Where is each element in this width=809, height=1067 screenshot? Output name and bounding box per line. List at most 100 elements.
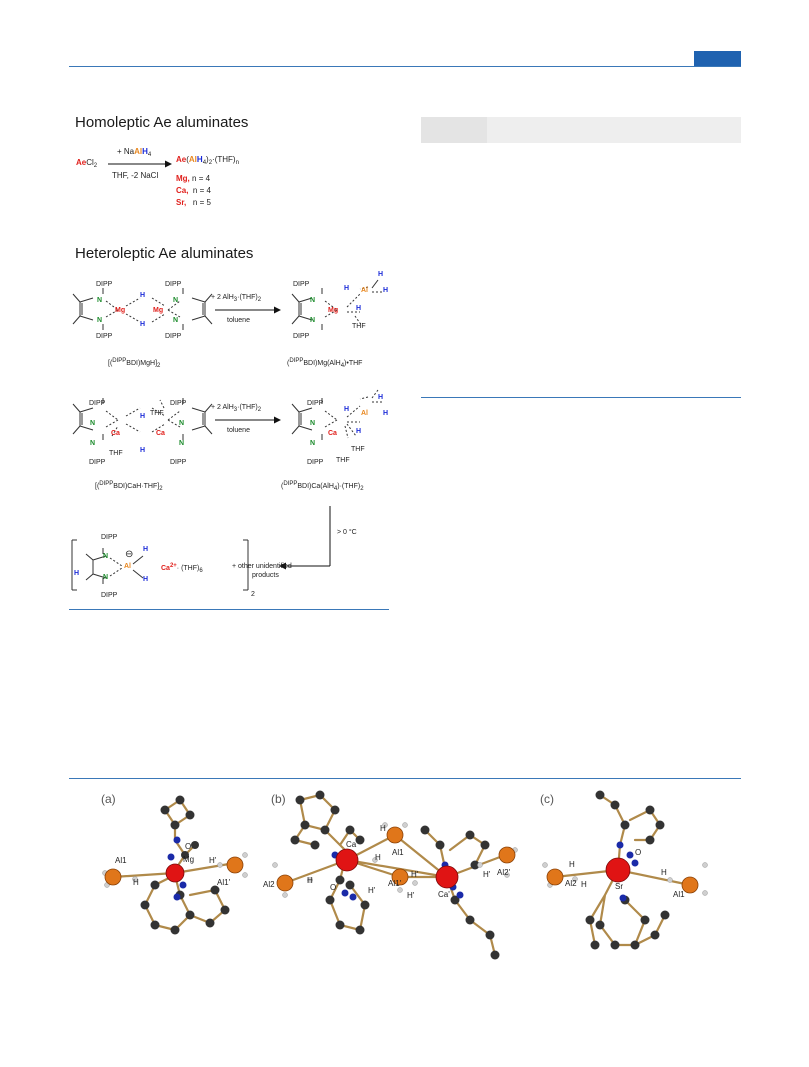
n-atom: N — [173, 297, 179, 304]
figure-top-rule — [69, 778, 741, 779]
label-al1-prime: Al1' — [388, 879, 402, 888]
dipp-label: DIPP — [293, 281, 310, 288]
temperature-label: > 0 °C — [337, 529, 357, 536]
h-atom: H — [140, 321, 146, 328]
label-h-prime: H' — [368, 886, 376, 895]
n-atom: N — [173, 317, 179, 324]
other-products-line1: + other unidentified — [232, 563, 292, 570]
table-header-cell — [421, 117, 487, 143]
h-atom: H — [344, 406, 350, 413]
h-atom: H — [356, 305, 362, 312]
label-o: O — [330, 883, 336, 892]
label-al2: Al2 — [263, 880, 275, 889]
label-h: H — [307, 876, 313, 885]
product-ae-alh4: Ae(AlH4)2·(THF)n — [176, 155, 239, 167]
homoleptic-title: Homoleptic Ae aluminates — [75, 114, 249, 131]
n-atom: N — [103, 553, 109, 560]
ca-thf-cation: Ca2+· (THF)6 — [161, 563, 203, 574]
h-atom: H — [378, 394, 384, 401]
label-al2: Al2 — [565, 879, 577, 888]
label-o: O — [635, 848, 641, 857]
table-bottom-rule — [421, 397, 741, 398]
mg-atom: Mg — [328, 307, 339, 314]
al-atom: Al — [361, 410, 368, 417]
conditions-thf: THF, -2 NaCl — [112, 171, 159, 180]
mg-atom: Mg — [115, 307, 126, 314]
header-accent-tab — [694, 51, 741, 66]
label-ca: Ca — [346, 840, 357, 849]
ca-atom: Ca — [156, 430, 165, 437]
label-ca-prime: Ca' — [438, 890, 450, 899]
label-sr: Sr — [615, 882, 623, 891]
label-h: H — [133, 878, 139, 887]
thf-label: THF — [336, 457, 350, 464]
reaction-arrow-1 — [108, 160, 172, 168]
label-al1: Al1 — [115, 856, 127, 865]
label-al2-prime: Al2' — [497, 868, 511, 877]
n-atom: N — [97, 317, 103, 324]
dipp-label: DIPP — [89, 400, 106, 407]
n-atom: N — [90, 440, 96, 447]
panel-a-label: (a) — [101, 792, 116, 806]
label-mg: Mg — [183, 855, 194, 864]
other-products-line2: products — [252, 572, 279, 579]
reagent-alh3: + 2 AlH3·(THF)2 — [211, 294, 262, 303]
dipp-label: DIPP — [293, 333, 310, 340]
header-rule — [69, 66, 741, 67]
bracket-subscript: 2 — [251, 591, 255, 598]
label-h: H — [581, 880, 587, 889]
dipp-label: DIPP — [96, 333, 113, 340]
dipp-label: DIPP — [101, 534, 118, 541]
label-h: H — [375, 853, 381, 862]
h-atom: H — [378, 271, 384, 278]
dipp-label: DIPP — [170, 459, 187, 466]
label-h-prime: H' — [407, 891, 415, 900]
reagent-alh3: + 2 AlH3·(THF)2 — [211, 404, 262, 413]
dipp-label: DIPP — [165, 281, 182, 288]
ca-atom: Ca — [111, 430, 120, 437]
thf-label: THF — [351, 446, 365, 453]
label-h: H — [661, 868, 667, 877]
ca-aluminate-name: (DIPPBDI)Ca(AlH4)·(THF)2 — [281, 481, 364, 492]
thf-label: THF — [109, 450, 123, 457]
heteroleptic-scheme-graphic — [71, 279, 382, 591]
h-atom: H — [140, 413, 146, 420]
dipp-label: DIPP — [307, 459, 324, 466]
heteroleptic-title: Heteroleptic Ae aluminates — [75, 245, 254, 262]
label-al1: Al1 — [673, 890, 685, 899]
solvent-toluene: toluene — [227, 427, 250, 434]
mg-line: Mg, n = 4 — [176, 174, 211, 183]
label-h: H — [569, 860, 575, 869]
h-atom: H — [383, 287, 389, 294]
mg-aluminate-name: (DIPPBDI)Mg(AlH4)•THF — [287, 358, 363, 369]
n-atom: N — [90, 420, 96, 427]
label-h-prime: H' — [411, 870, 419, 879]
label-o: O — [185, 842, 191, 851]
solvent-toluene: toluene — [227, 317, 250, 324]
dipp-label: DIPP — [101, 592, 118, 599]
dipp-label: DIPP — [170, 400, 187, 407]
h-atom: H — [356, 428, 362, 435]
ca-atom: Ca — [328, 430, 337, 437]
reagent-naalh4: + NaAlH4 — [117, 147, 152, 159]
label-h-prime: H' — [209, 856, 217, 865]
mg-atom: Mg — [153, 307, 164, 314]
n-atom: N — [310, 317, 316, 324]
scheme-bottom-rule — [69, 609, 389, 610]
ca-line: Ca, n = 4 — [176, 186, 211, 195]
label-h-prime: H' — [483, 870, 491, 879]
crystal-structures-figure: Al1 H Mg O H' Al1' Ca H H Al1 Al2 H O H'… — [102, 790, 708, 960]
thf-label: THF — [352, 323, 366, 330]
h-atom: H — [143, 546, 149, 553]
table-header-strip — [421, 117, 741, 143]
h-atom: H — [74, 570, 80, 577]
h-atom: H — [140, 292, 146, 299]
thf-label: THF — [150, 410, 164, 417]
h-atom: H — [344, 285, 350, 292]
n-atom: N — [310, 440, 316, 447]
n-atom: N — [103, 574, 109, 581]
mg-hydride-name: [(DIPPBDI)MgH]2 — [108, 358, 161, 369]
h-atom: H — [140, 447, 146, 454]
label-al1-prime: Al1' — [217, 878, 231, 887]
h-atom: H — [143, 576, 149, 583]
